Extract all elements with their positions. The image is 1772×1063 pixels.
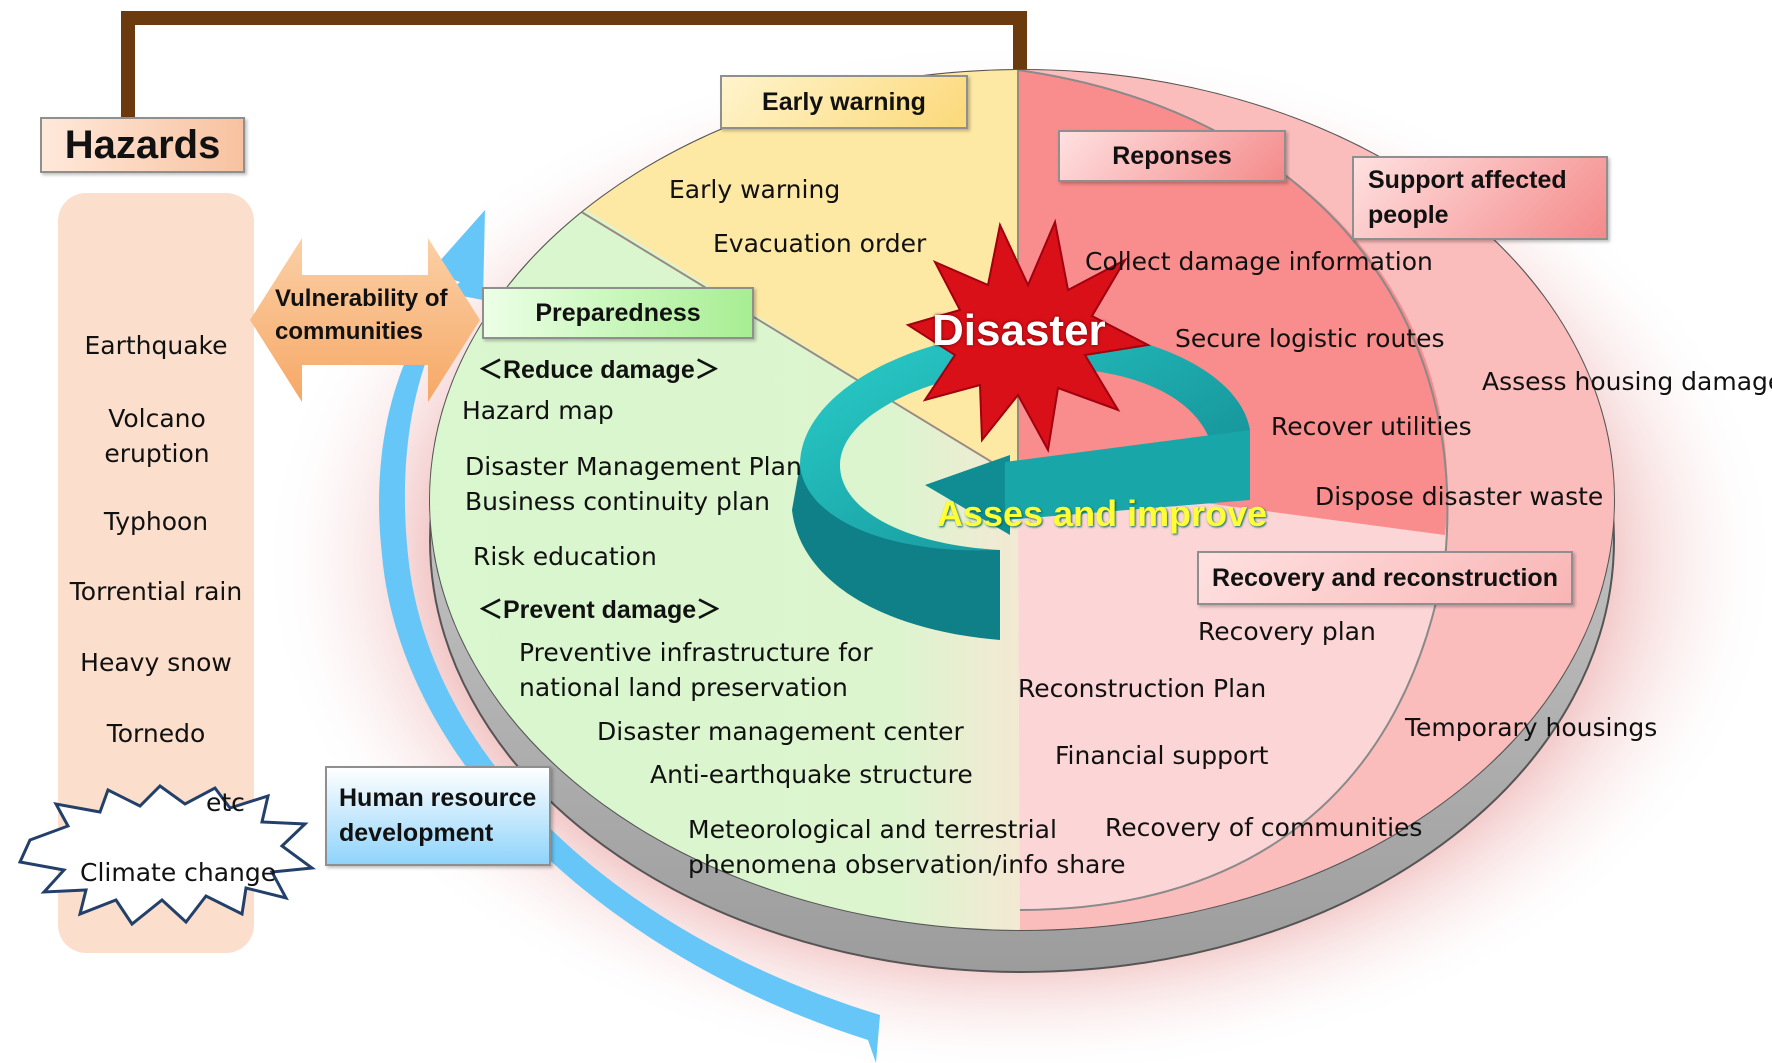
vulnerability-arrow	[250, 238, 480, 402]
preparedness-item: Hazard map	[462, 396, 614, 425]
vulnerability-label: Vulnerability of communities	[275, 285, 448, 345]
human-resource-box: Human resource development	[325, 766, 551, 866]
cycle-arrowhead	[925, 455, 1010, 535]
evacuation-order-item: Evacuation order	[713, 229, 927, 258]
preparedness-item: national land preservation	[519, 673, 848, 702]
early-warning-header: Early warning	[720, 75, 968, 129]
hazard-tornedo: Tornedo	[106, 719, 206, 748]
recovery-item: Recovery plan	[1198, 617, 1376, 646]
preparedness-item: Disaster management center	[597, 717, 964, 746]
climate-change-burst	[17, 784, 317, 927]
recovery-item: Recovery of communities	[1105, 813, 1423, 842]
disaster-label: Disaster	[932, 306, 1106, 355]
sector-responses	[1018, 70, 1448, 535]
preparedness-item: Risk education	[473, 542, 657, 571]
preparedness-item: phenomena observation/info share	[688, 850, 1126, 879]
disaster-burst	[905, 218, 1152, 454]
assess-improve-label: Asses and improve	[937, 493, 1268, 534]
preparedness-item: Disaster Management Plan	[465, 452, 802, 481]
hazard-torrential-rain: Torrential rain	[69, 577, 243, 606]
preparedness-item: Meteorological and terrestrial	[688, 815, 1057, 844]
responses-header: Reponses	[1058, 130, 1286, 182]
response-item: Secure logistic routes	[1175, 324, 1445, 353]
response-item: Dispose disaster waste	[1315, 482, 1604, 511]
hazard-volcano: Volcano eruption	[104, 404, 210, 468]
support-item: Assess housing damage	[1482, 367, 1772, 396]
hazard-typhoon: Typhoon	[103, 507, 209, 536]
support-item: Temporary housings	[1405, 713, 1658, 742]
response-item: Collect damage information	[1085, 247, 1433, 276]
hazards-panel	[58, 193, 254, 953]
hazards-title: Hazards	[40, 117, 245, 173]
preparedness-item: Anti-earthquake structure	[650, 760, 973, 789]
reduce-damage-header: ＜Reduce damage＞	[478, 356, 720, 384]
recovery-item: Financial support	[1055, 741, 1269, 770]
response-item: Recover utilities	[1271, 412, 1472, 441]
cycle-arrow-band	[1005, 430, 1250, 520]
hazard-heavy-snow: Heavy snow	[80, 648, 232, 677]
hazard-earthquake: Earthquake	[84, 331, 228, 360]
hazard-climate-change: Climate change	[80, 858, 277, 887]
prevent-damage-header: ＜Prevent damage＞	[478, 596, 722, 624]
hazards-title-text: Hazards	[64, 122, 221, 167]
recovery-item: Reconstruction Plan	[1018, 674, 1267, 703]
preparedness-header: Preparedness	[482, 287, 754, 339]
preparedness-item: Business continuity plan	[465, 487, 770, 516]
human-resource-label: Human resource development	[339, 784, 537, 847]
sector-support	[1018, 70, 1614, 930]
hazard-etc: etc	[206, 788, 245, 817]
early-warning-item: Early warning	[669, 175, 841, 204]
preparedness-item: Preventive infrastructure for	[519, 638, 873, 667]
support-header: Support affected people	[1352, 156, 1608, 240]
recovery-header: Recovery and reconstruction	[1197, 551, 1573, 605]
cycle-arrow-tail	[792, 465, 1000, 640]
